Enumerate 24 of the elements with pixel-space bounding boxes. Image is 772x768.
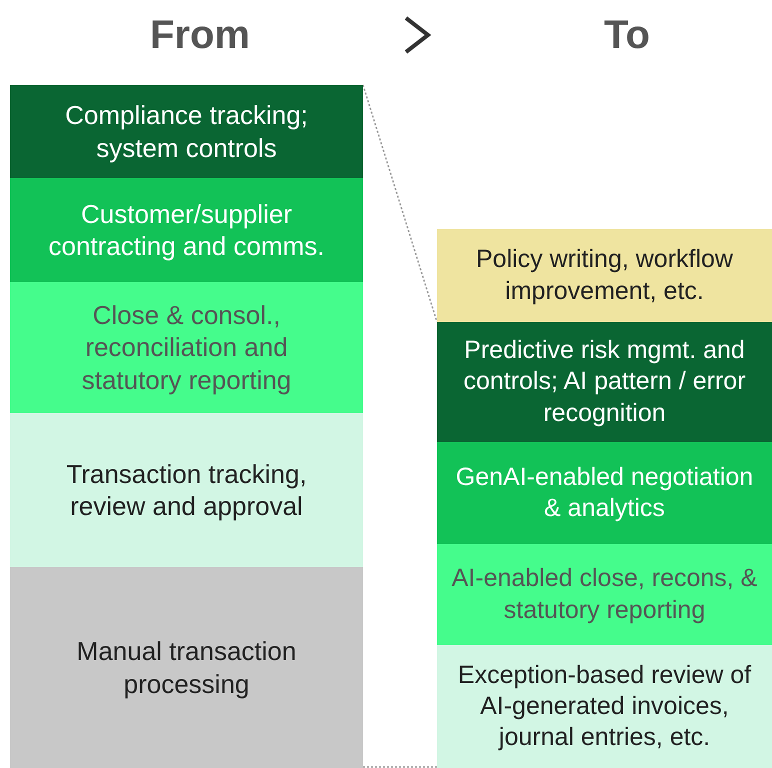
box-text: Exception-based review of AI-generated invoices, journal entries, etc.	[456, 660, 752, 754]
box-text: GenAI-enabled negotiation & analytics	[454, 462, 754, 524]
category-box	[437, 322, 772, 442]
box-text: Close & consol., reconciliation and statutory reporting	[80, 298, 292, 396]
category-box	[10, 85, 363, 178]
category-box	[437, 229, 772, 322]
category-box	[437, 645, 772, 768]
connector-line	[362, 84, 438, 322]
category-box	[10, 413, 363, 567]
box-text: Transaction tracking, review and approval	[65, 458, 308, 522]
category-box	[10, 282, 363, 413]
box-text: Policy writing, workflow improvement, etc.	[474, 244, 734, 306]
connector-line	[363, 766, 437, 768]
category-box	[10, 567, 363, 768]
box-text: AI-enabled close, recons, & statutory reporting	[450, 563, 758, 626]
column-heading: To	[604, 12, 650, 59]
category-box	[437, 544, 772, 645]
box-text: Predictive risk mgmt. and controls; AI pattern / error recognition	[462, 335, 747, 429]
category-box	[10, 178, 363, 282]
box-text: Customer/supplier contracting and comms.	[47, 198, 326, 262]
column-heading: From	[150, 12, 250, 59]
box-text: Manual transaction processing	[76, 635, 298, 700]
category-box	[437, 442, 772, 544]
box-text: Compliance tracking; system controls	[64, 99, 309, 164]
